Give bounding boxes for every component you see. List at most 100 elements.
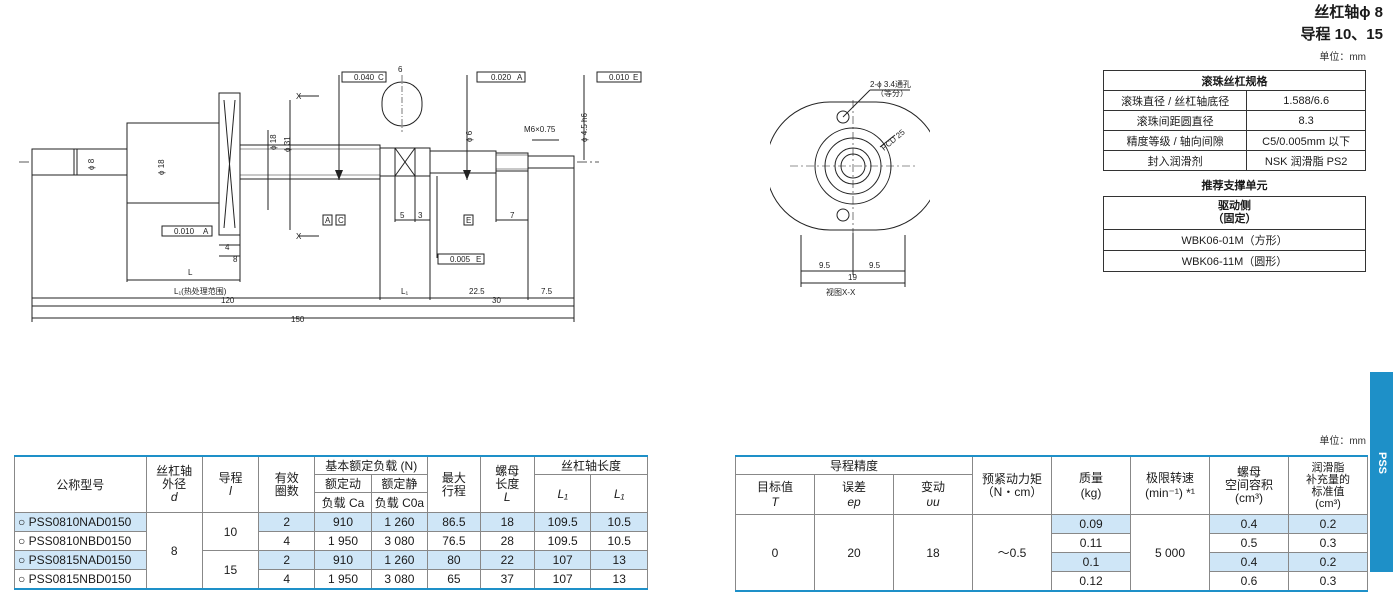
grease-cell: 0.2	[1288, 552, 1368, 572]
speed-cell: 5 000	[1130, 514, 1210, 592]
spec-value: 1.588/6.6	[1246, 90, 1366, 111]
col-speed-1: 极限转速	[1145, 470, 1194, 485]
model-name: PSS0810NAD0150	[28, 515, 132, 529]
col-preload: 预紧动力矩 （N・cm）	[972, 455, 1052, 515]
col-nut-2: 长度	[495, 477, 520, 491]
l2-cell: 10.5	[590, 531, 648, 551]
col-stroke-1: 最大	[441, 470, 466, 485]
col-space: 螺母 空间容积 (cm³)	[1209, 455, 1289, 515]
col-od: 丝杠轴 外径 d	[145, 455, 203, 513]
col-dyn-1: 额定动	[314, 474, 372, 493]
support-head-2: （固定）	[1212, 213, 1257, 225]
col-nut-3: L	[503, 490, 511, 504]
dim-150: 150	[291, 315, 305, 324]
stroke-cell: 65	[427, 569, 481, 590]
col-mass-1: 质量	[1078, 470, 1103, 485]
model-cell: ○ PSS0810NBD0150	[14, 531, 147, 551]
unit-label-mid: 单位：mm	[1319, 436, 1366, 447]
l2-cell: 13	[590, 550, 648, 570]
space-cell: 0.5	[1209, 533, 1289, 553]
col-nut: 螺母 长度 L	[479, 455, 535, 513]
model-name: PSS0810NBD0150	[28, 534, 132, 548]
spec-key: 封入润滑剂	[1102, 150, 1248, 171]
col-len: 丝杠轴长度	[533, 455, 649, 475]
col-dyn-2: 负载 Ca	[314, 492, 372, 513]
col-od-3: d	[170, 490, 178, 504]
gdt-ref-1: C	[378, 73, 384, 82]
turns-cell: 2	[258, 512, 316, 532]
gdt-ref-2: A	[517, 73, 523, 82]
nut-cell: 28	[479, 531, 535, 551]
space-cell: 0.6	[1209, 571, 1289, 592]
grease-cell: 0.3	[1288, 571, 1368, 592]
col-l2: L₁	[590, 474, 648, 513]
col-stroke-2: 行程	[441, 483, 466, 498]
dim-l: L	[188, 268, 193, 277]
dim-3: 3	[418, 211, 423, 220]
col-var-1: 变动	[920, 479, 945, 494]
nut-cell: 18	[479, 512, 535, 532]
dim-d-flange: ϕ 31	[283, 136, 292, 152]
col-space-1: 螺母	[1236, 465, 1261, 479]
turns-cell: 2	[258, 550, 316, 570]
l2-cell: 10.5	[590, 512, 648, 532]
spec-key: 滚珠直径 / 丝杠轴底径	[1102, 90, 1248, 111]
model-table: 公称型号 丝杠轴 外径 d 导程 l 有效 圈数 基本额定负载 (N) 最大 行…	[14, 455, 649, 590]
col-var-2: υu	[926, 494, 940, 509]
datum-e: E	[466, 216, 471, 225]
view-hole-label: 2-ϕ 3.4通孔	[870, 79, 911, 89]
target-cell: 0	[735, 514, 815, 592]
col-nut-1: 螺母	[495, 464, 520, 478]
side-tab-pss[interactable]: PSS	[1370, 372, 1393, 572]
space-cell: 0.4	[1209, 552, 1289, 572]
spec-title: 滚珠丝杠规格	[1103, 70, 1366, 91]
col-grease-1: 润滑脂	[1311, 461, 1345, 474]
col-err: 误差 ep	[814, 474, 894, 515]
col-target: 目标值 T	[735, 474, 815, 515]
grease-cell: 0.3	[1288, 533, 1368, 553]
lead-cell: 10	[201, 512, 260, 551]
c0a-cell: 1 260	[370, 550, 429, 570]
gdt-ref-4: A	[203, 227, 209, 236]
dim-6: 6	[398, 65, 403, 74]
l1-cell: 109.5	[533, 512, 592, 532]
col-sta-1: 额定静	[370, 474, 429, 493]
lead-cell: 15	[201, 550, 260, 590]
gdt-tolerance-3: 0.010	[609, 73, 630, 82]
mass-cell: 0.09	[1051, 514, 1131, 534]
view-dim-19: 19	[848, 273, 857, 282]
view-hole-sub: （等分）	[876, 88, 908, 98]
col-target-1: 目标值	[756, 479, 793, 494]
performance-table: 导程精度 预紧动力矩 （N・cm） 质量 (kg) 极限转速 (min⁻¹) *…	[735, 455, 1368, 592]
l1-cell: 109.5	[533, 531, 592, 551]
space-cell: 0.4	[1209, 514, 1289, 534]
dim-22-5: 22.5	[469, 287, 485, 296]
gdt-ref-3: E	[633, 73, 638, 82]
section-mark-bottom: X	[296, 232, 302, 241]
col-model: 公称型号	[14, 455, 147, 513]
var-cell: 18	[893, 514, 973, 592]
spec-key: 滚珠间距圆直径	[1102, 110, 1248, 131]
dim-5: 5	[400, 211, 405, 220]
col-mass: 质量 (kg)	[1051, 455, 1131, 515]
support-head: 驱动侧 （固定）	[1103, 196, 1366, 230]
side-tab-label: PSS	[1376, 452, 1388, 475]
dim-4: 4	[225, 243, 230, 252]
col-grease-3: 标准值	[1311, 485, 1345, 498]
ca-cell: 910	[314, 512, 372, 532]
col-space-3: (cm³)	[1235, 491, 1263, 505]
col-lead-2: l	[229, 483, 232, 498]
spec-value: C5/0.005mm 以下	[1246, 130, 1366, 151]
col-od-2: 外径	[162, 477, 187, 491]
view-dim-9-5-a: 9.5	[819, 261, 831, 270]
od-cell: 8	[145, 512, 203, 590]
mass-cell: 0.12	[1051, 571, 1131, 592]
col-speed-2: (min⁻¹) *¹	[1145, 485, 1195, 500]
support-table: 驱动侧 （固定） WBK06-01M（方形） WBK06-11M（圆形）	[1103, 196, 1366, 272]
ca-cell: 1 950	[314, 569, 372, 590]
turns-cell: 4	[258, 531, 316, 551]
l1-cell: 107	[533, 550, 592, 570]
l1-cell: 107	[533, 569, 592, 590]
col-acc: 导程精度	[735, 455, 973, 475]
support-head-1: 驱动侧	[1218, 200, 1251, 212]
